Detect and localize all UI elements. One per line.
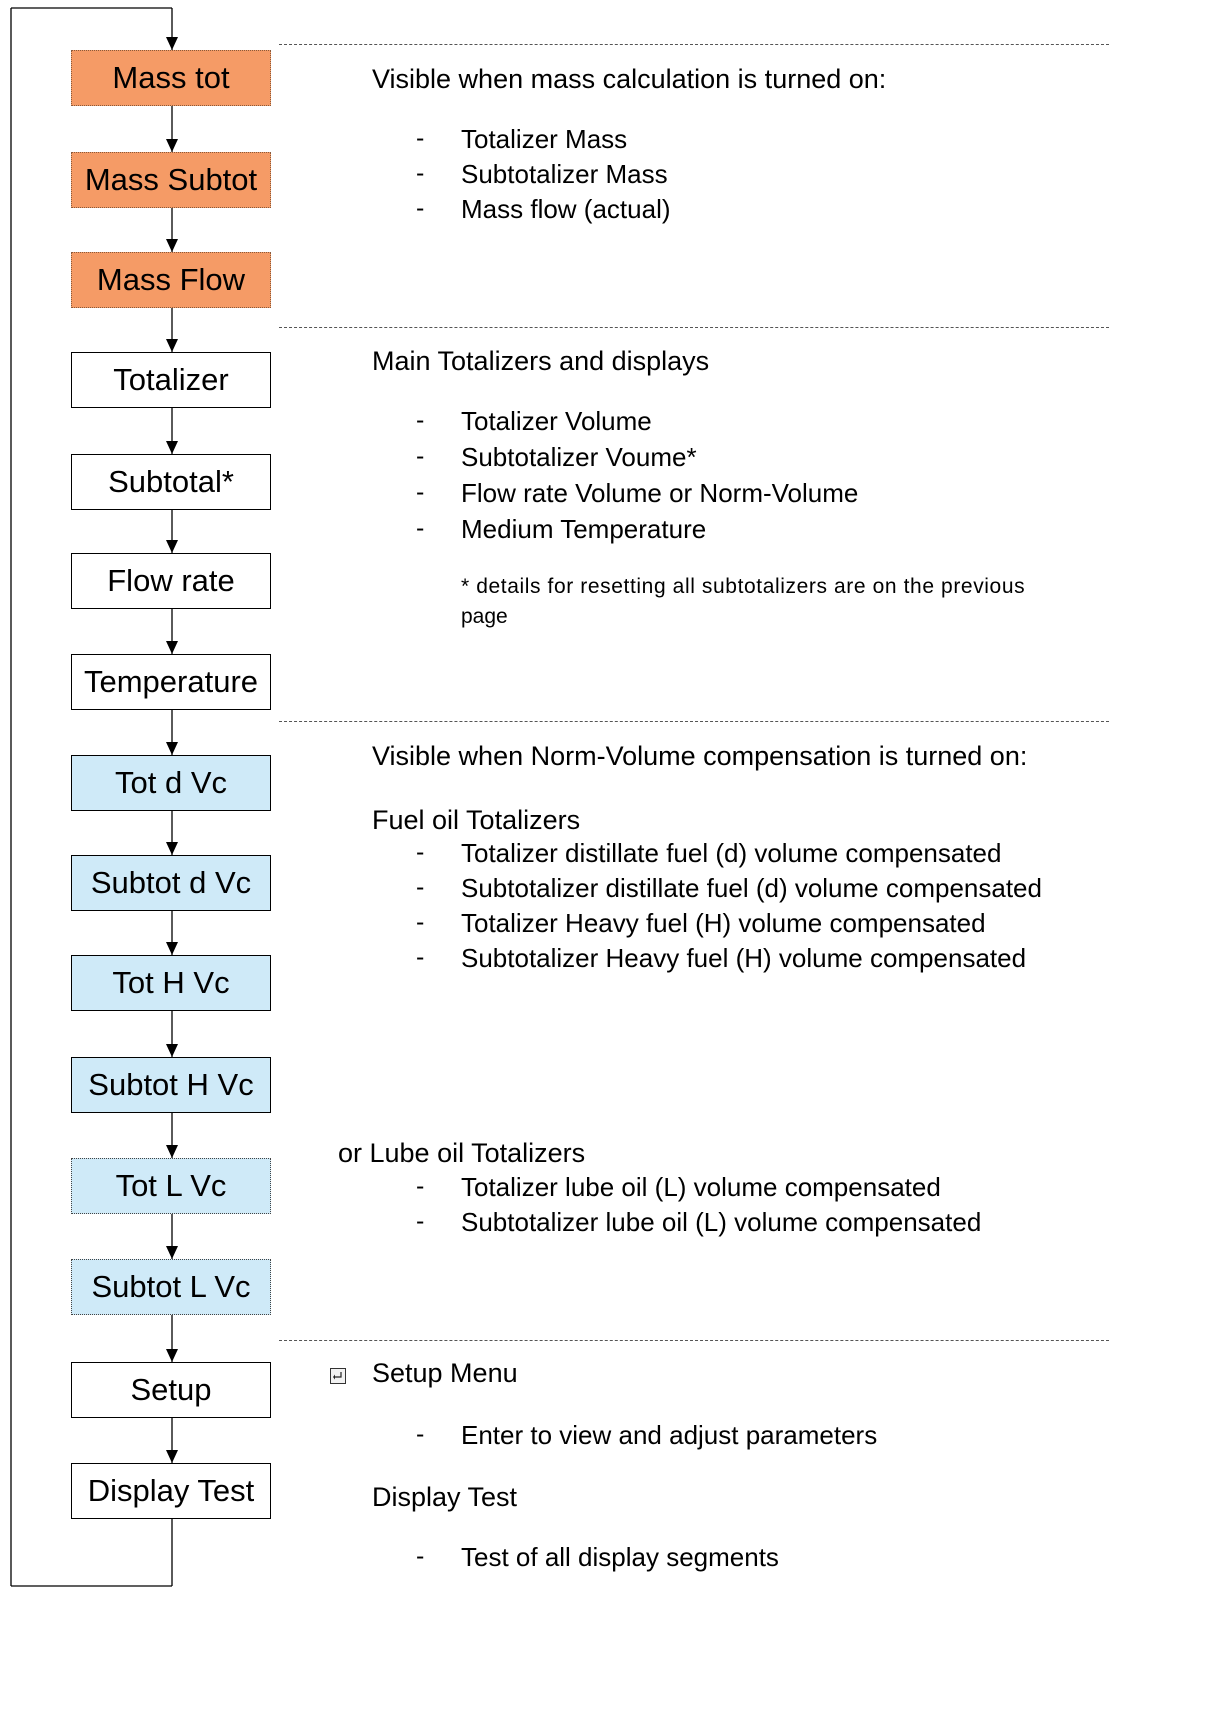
lube-heading: or Lube oil Totalizers bbox=[338, 1138, 586, 1168]
arrowhead bbox=[166, 37, 178, 50]
bullet: - bbox=[416, 873, 425, 901]
box-tot-h-vc: Tot H Vc bbox=[71, 955, 271, 1011]
box-display-test: Display Test bbox=[71, 1463, 271, 1519]
bullet: - bbox=[416, 442, 425, 470]
bullet: - bbox=[416, 943, 425, 971]
display-test-heading: Display Test bbox=[372, 1482, 518, 1512]
arrowhead bbox=[166, 1145, 178, 1158]
main-section-heading: Main Totalizers and displays bbox=[372, 346, 710, 376]
mass-section-heading: Visible when mass calculation is turned … bbox=[372, 64, 887, 94]
enter-key-icon bbox=[330, 1368, 346, 1384]
arrowhead bbox=[166, 1246, 178, 1259]
box-tot-d-vc: Tot d Vc bbox=[71, 755, 271, 811]
bullet: - bbox=[416, 908, 425, 936]
bullet: - bbox=[416, 1420, 425, 1448]
fuel-item: Totalizer distillate fuel (d) volume com… bbox=[461, 838, 1002, 868]
arrowhead bbox=[166, 540, 178, 553]
separator-norm bbox=[279, 721, 1109, 722]
box-temperature: Temperature bbox=[71, 654, 271, 710]
bullet: - bbox=[416, 1542, 425, 1570]
arrowhead bbox=[166, 1044, 178, 1057]
separator-main bbox=[279, 327, 1109, 328]
setup-heading: Setup Menu bbox=[372, 1358, 518, 1388]
arrowhead bbox=[166, 139, 178, 152]
resetting-note-cont: page bbox=[461, 605, 508, 628]
box-subtot-d-vc: Subtot d Vc bbox=[71, 855, 271, 911]
arrowhead bbox=[166, 239, 178, 252]
box-tot-l-vc: Tot L Vc bbox=[71, 1158, 271, 1214]
arrowhead bbox=[166, 641, 178, 654]
main-item: Subtotalizer Voume* bbox=[461, 442, 697, 472]
fuel-item: Subtotalizer distillate fuel (d) volume … bbox=[461, 873, 1042, 903]
mass-item: Totalizer Mass bbox=[461, 124, 628, 154]
lube-item: Totalizer lube oil (L) volume compensate… bbox=[461, 1172, 941, 1202]
box-mass-flow: Mass Flow bbox=[71, 252, 271, 308]
bullet: - bbox=[416, 1207, 425, 1235]
bullet: - bbox=[416, 514, 425, 542]
resetting-note: * details for resetting all subtotalizer… bbox=[461, 575, 1026, 598]
fuel-item: Totalizer Heavy fuel (H) volume compensa… bbox=[461, 908, 986, 938]
arrowhead bbox=[166, 1450, 178, 1463]
separator-mass bbox=[279, 44, 1109, 45]
bullet: - bbox=[416, 194, 425, 222]
arrowhead bbox=[166, 441, 178, 454]
box-setup: Setup bbox=[71, 1362, 271, 1418]
arrowhead bbox=[166, 842, 178, 855]
norm-section-heading: Visible when Norm-Volume compensation is… bbox=[372, 741, 1028, 771]
lube-item: Subtotalizer lube oil (L) volume compens… bbox=[461, 1207, 982, 1237]
box-flow-rate: Flow rate bbox=[71, 553, 271, 609]
box-totalizer: Totalizer bbox=[71, 352, 271, 408]
display-test-item: Test of all display segments bbox=[461, 1542, 779, 1572]
main-item: Flow rate Volume or Norm-Volume bbox=[461, 478, 859, 508]
mass-item: Mass flow (actual) bbox=[461, 194, 671, 224]
bullet: - bbox=[416, 838, 425, 866]
arrowhead bbox=[166, 1349, 178, 1362]
main-item: Medium Temperature bbox=[461, 514, 707, 544]
bullet: - bbox=[416, 478, 425, 506]
arrowhead bbox=[166, 742, 178, 755]
separator-setup bbox=[279, 1340, 1109, 1341]
fuel-item: Subtotalizer Heavy fuel (H) volume compe… bbox=[461, 943, 1027, 973]
box-subtot-h-vc: Subtot H Vc bbox=[71, 1057, 271, 1113]
arrowhead bbox=[166, 339, 178, 352]
setup-item: Enter to view and adjust parameters bbox=[461, 1420, 878, 1450]
box-subtotal: Subtotal* bbox=[71, 454, 271, 510]
fuel-heading: Fuel oil Totalizers bbox=[372, 805, 581, 835]
mass-item: Subtotalizer Mass bbox=[461, 159, 668, 189]
box-subtot-l-vc: Subtot L Vc bbox=[71, 1259, 271, 1315]
bullet: - bbox=[416, 406, 425, 434]
bullet: - bbox=[416, 1172, 425, 1200]
arrowhead bbox=[166, 942, 178, 955]
bullet: - bbox=[416, 124, 425, 152]
box-mass-subtot: Mass Subtot bbox=[71, 152, 271, 208]
bullet: - bbox=[416, 159, 425, 187]
main-item: Totalizer Volume bbox=[461, 406, 652, 436]
box-mass-tot: Mass tot bbox=[71, 50, 271, 106]
